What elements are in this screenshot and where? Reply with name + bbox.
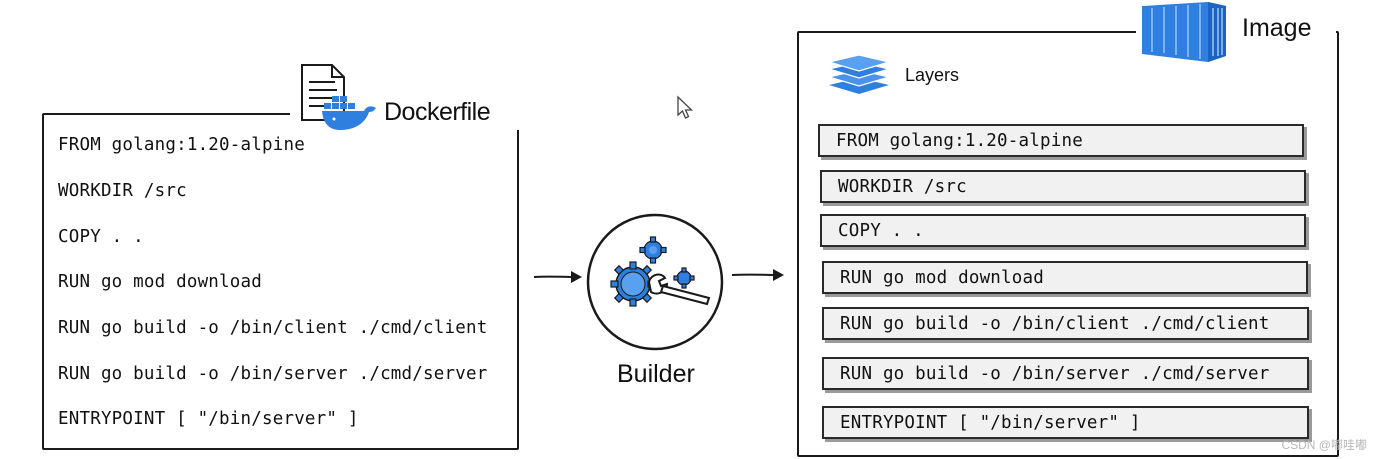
dockerfile-line: COPY . . bbox=[58, 227, 144, 247]
image-layer-label: WORKDIR /src bbox=[838, 177, 967, 197]
image-layer: RUN go build -o /bin/server ./cmd/server bbox=[822, 357, 1309, 390]
image-layer-label: RUN go mod download bbox=[840, 268, 1044, 288]
layers-label: Layers bbox=[905, 65, 960, 85]
image-layer: COPY . . bbox=[820, 214, 1306, 247]
layers-stack-icon bbox=[826, 54, 892, 94]
image-layer: RUN go build -o /bin/client ./cmd/client bbox=[822, 307, 1309, 340]
builder-gears-icon bbox=[586, 213, 724, 351]
dockerfile-line: ENTRYPOINT [ "/bin/server" ] bbox=[58, 409, 359, 429]
image-layer: WORKDIR /src bbox=[820, 170, 1306, 203]
mouse-cursor-icon bbox=[677, 95, 694, 119]
image-layer-label: RUN go build -o /bin/server ./cmd/server bbox=[840, 364, 1270, 384]
dockerfile-line: RUN go mod download bbox=[58, 272, 262, 292]
image-layer-label: FROM golang:1.20-alpine bbox=[836, 131, 1083, 151]
dockerfile-title: Dockerfile bbox=[384, 98, 491, 126]
image-layer-label: RUN go build -o /bin/client ./cmd/client bbox=[840, 314, 1270, 334]
image-layer-label: ENTRYPOINT [ "/bin/server" ] bbox=[840, 413, 1141, 433]
docker-whale-icon bbox=[322, 96, 376, 130]
image-title: Image bbox=[1242, 14, 1312, 42]
dockerfile-line: FROM golang:1.20-alpine bbox=[58, 135, 305, 155]
image-layer: FROM golang:1.20-alpine bbox=[818, 124, 1304, 157]
dockerfile-line: RUN go build -o /bin/server ./cmd/server bbox=[58, 364, 488, 384]
watermark: CSDN @嘟哇嘟 bbox=[1281, 438, 1367, 452]
image-layer-label: COPY . . bbox=[838, 221, 924, 241]
arrow-to-builder bbox=[533, 271, 582, 283]
image-layer: RUN go mod download bbox=[822, 261, 1308, 294]
dockerfile-panel bbox=[42, 113, 519, 450]
builder-label: Builder bbox=[617, 360, 695, 388]
arrow-to-image bbox=[731, 269, 784, 281]
shipping-container-icon bbox=[1142, 2, 1226, 62]
dockerfile-line: WORKDIR /src bbox=[58, 181, 187, 201]
image-layer: ENTRYPOINT [ "/bin/server" ] bbox=[822, 406, 1309, 439]
image-panel bbox=[797, 31, 1339, 457]
dockerfile-line: RUN go build -o /bin/client ./cmd/client bbox=[58, 318, 488, 338]
